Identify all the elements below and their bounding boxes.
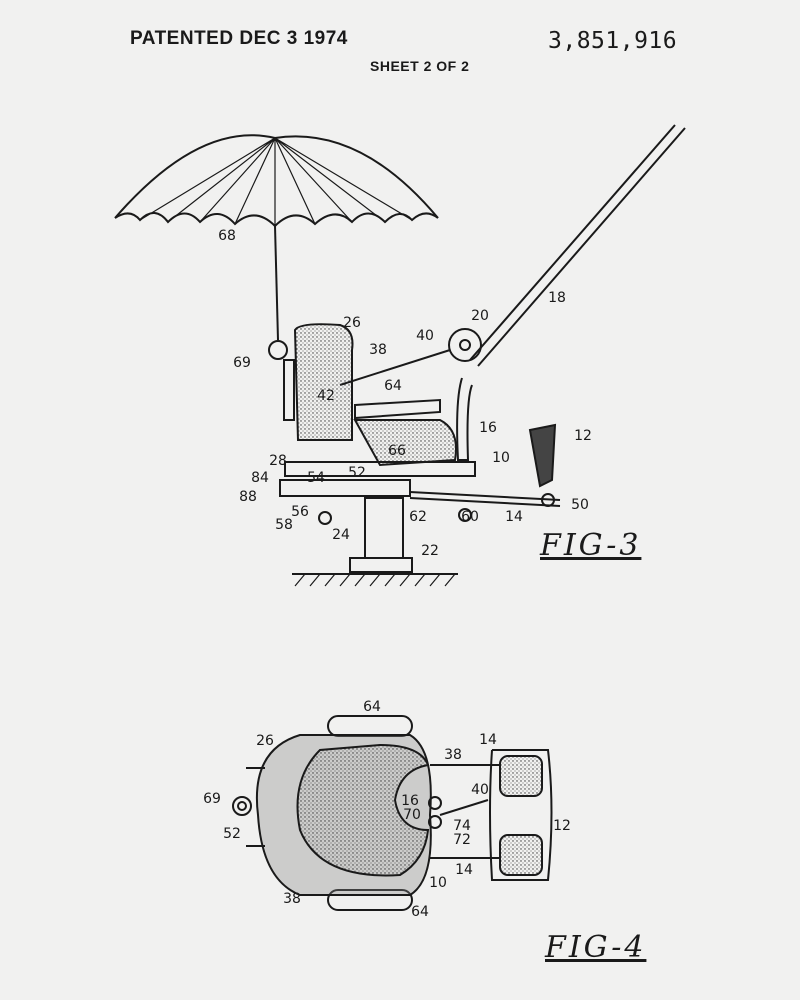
ref-label: 72 (453, 832, 471, 848)
ref-label: 68 (218, 228, 236, 244)
ref-label: 16 (401, 793, 419, 809)
ref-label: 66 (388, 443, 406, 459)
ref-label: 26 (343, 315, 361, 331)
ref-label: 64 (363, 699, 381, 715)
pedestal-base (292, 497, 458, 587)
ref-label: 14 (505, 509, 523, 525)
ref-label: 14 (455, 862, 473, 878)
fishing-rod (339, 124, 686, 461)
ref-label: 64 (384, 378, 402, 394)
ref-label: 26 (256, 733, 274, 749)
ref-label: 58 (275, 517, 293, 533)
ref-label: 10 (492, 450, 510, 466)
ref-label: 42 (317, 388, 335, 404)
ref-label: 62 (409, 509, 427, 525)
ref-label: 20 (471, 308, 489, 324)
ref-label: 40 (416, 328, 434, 344)
ref-label: 52 (223, 826, 241, 842)
ref-label: 70 (403, 807, 421, 823)
chair-top-view (232, 715, 553, 911)
ref-label: 60 (461, 509, 479, 525)
ref-label: 40 (471, 782, 489, 798)
sheet-number: SHEET 2 OF 2 (370, 58, 470, 74)
figure-3-title: FIG-3 (540, 528, 642, 563)
ref-label: 16 (479, 420, 497, 436)
ref-label: 52 (348, 465, 366, 481)
ref-label: 56 (291, 504, 309, 520)
ref-label: 12 (553, 818, 571, 834)
ref-label: 88 (239, 489, 257, 505)
ref-label: 64 (411, 904, 429, 920)
patent-date: PATENTED DEC 3 1974 (130, 28, 348, 49)
ref-label: 22 (421, 543, 439, 559)
ref-label: 84 (251, 470, 269, 486)
ref-label: 10 (429, 875, 447, 891)
ref-label: 28 (269, 453, 287, 469)
ref-label: 14 (479, 732, 497, 748)
ref-label: 38 (369, 342, 387, 358)
ref-label: 54 (307, 470, 325, 486)
ref-label: 69 (203, 791, 221, 807)
ref-label: 50 (571, 497, 589, 513)
umbrella (114, 134, 439, 421)
patent-number: 3,851,916 (548, 28, 678, 54)
chair (279, 323, 561, 525)
figure-4-title: FIG-4 (545, 930, 647, 965)
ref-label: 69 (233, 355, 251, 371)
ref-label: 24 (332, 527, 350, 543)
ref-label: 38 (444, 747, 462, 763)
ref-label: 38 (283, 891, 301, 907)
ref-label: 12 (574, 428, 592, 444)
ref-label: 18 (548, 290, 566, 306)
ref-label: 74 (453, 818, 471, 834)
